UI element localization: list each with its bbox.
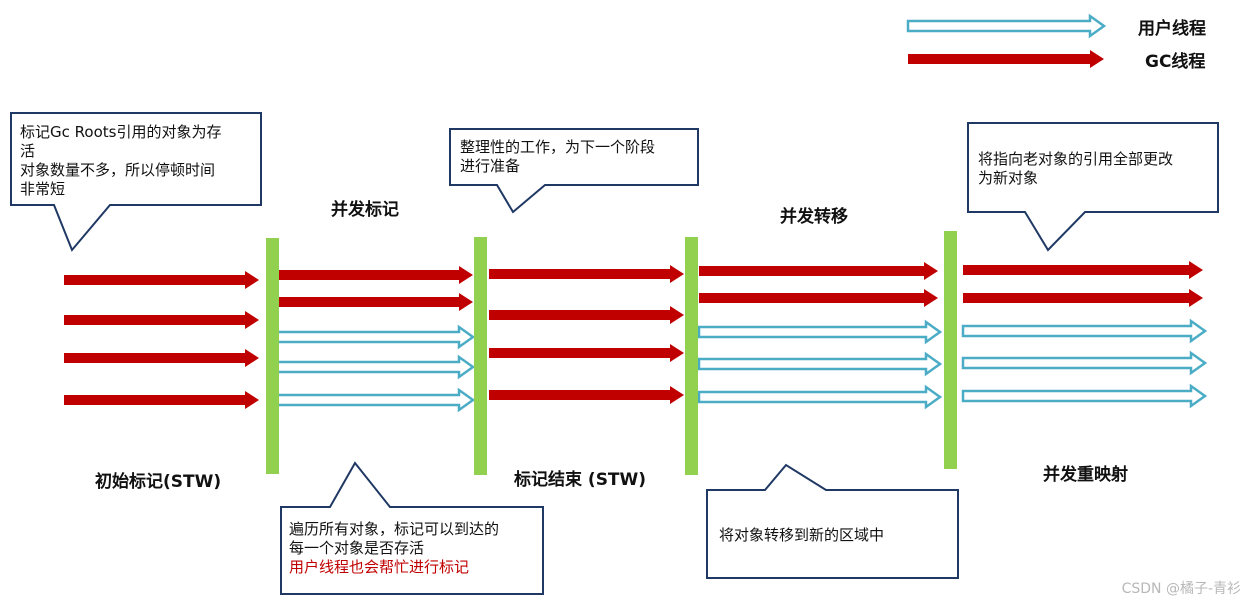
gc-thread-arrow-mark-2 <box>277 293 473 311</box>
gc-thread-arrow-mark-1 <box>277 266 473 284</box>
phase-concurrent-relocate-label: 并发转移 <box>780 207 848 227</box>
callout-mark-end-box <box>449 128 699 214</box>
gc-thread-arrow-initial-1 <box>64 271 259 289</box>
gc-thread-arrow-relocate-2 <box>699 289 938 307</box>
user-thread-arrow-relocate-1 <box>697 319 943 345</box>
phase-divider-bar-1 <box>266 238 279 474</box>
callout-boxes <box>10 112 1219 595</box>
gc-thread-arrow-initial-3 <box>64 349 259 367</box>
phase-concurrent-remap-label: 并发重映射 <box>1043 465 1128 485</box>
user-thread-arrow-mark-2 <box>275 354 476 380</box>
legend-user-thread-label: 用户线程 <box>1138 19 1206 39</box>
phase-concurrent-mark-label: 并发标记 <box>331 200 399 220</box>
gc-thread-arrow-markend-2 <box>489 306 684 324</box>
gc-thread-arrow-remap-1 <box>963 261 1203 279</box>
callout-initial-mark-box <box>10 112 262 252</box>
callout-initial-mark-text: 标记Gc Roots引用的对象为存 活 对象数量不多，所以停顿时间 非常短 <box>20 123 222 198</box>
legend-gc-thread-arrow <box>908 50 1104 68</box>
phase-initial-mark-label: 初始标记(STW) <box>95 472 222 492</box>
phase-divider-bar-3 <box>685 237 698 475</box>
user-thread-arrow-remap-1 <box>961 318 1208 344</box>
watermark: CSDN @橘子-青衫 <box>1121 581 1241 597</box>
user-thread-arrow-mark-1 <box>275 324 476 350</box>
user-thread-arrow-remap-2 <box>961 350 1208 376</box>
gc-thread-arrow-markend-3 <box>489 344 684 362</box>
user-thread-arrow-remap-3 <box>961 383 1208 409</box>
phase-dividers <box>266 231 957 475</box>
legend-gc-thread-label: GC线程 <box>1145 52 1206 72</box>
phase-divider-bar-4 <box>944 231 957 469</box>
gc-thread-arrow-initial-4 <box>64 391 259 409</box>
callout-remap-box <box>967 122 1219 252</box>
phase-divider-bar-2 <box>474 237 487 475</box>
gc-thread-arrow-markend-1 <box>489 265 684 283</box>
callout-relocate-text: 将对象转移到新的区域中 <box>719 526 885 544</box>
user-thread-arrow-relocate-3 <box>697 384 943 410</box>
callout-mark-end-text: 整理性的工作，为下一个阶段 进行准备 <box>460 138 656 175</box>
user-thread-arrow-mark-3 <box>275 387 476 413</box>
legend-user-thread-arrow <box>906 13 1107 39</box>
gc-thread-arrow-initial-2 <box>64 311 259 329</box>
user-thread-arrow-relocate-2 <box>697 351 943 377</box>
callout-remap-text: 将指向老对象的引用全部更改 为新对象 <box>978 150 1174 187</box>
callout-concurrent-mark-box <box>280 461 544 595</box>
phase-mark-end-label: 标记结束 (STW) <box>514 470 647 490</box>
callout-concurrent-mark-text: 遍历所有对象，标记可以到达的 每一个对象是否存活 用户线程也会帮忙进行标记 <box>289 520 500 576</box>
gc-thread-arrow-markend-4 <box>489 386 684 404</box>
callout-relocate-box <box>706 463 959 579</box>
thread-arrows <box>64 13 1208 413</box>
gc-thread-arrow-remap-2 <box>963 289 1203 307</box>
gc-thread-arrow-relocate-1 <box>699 262 938 280</box>
